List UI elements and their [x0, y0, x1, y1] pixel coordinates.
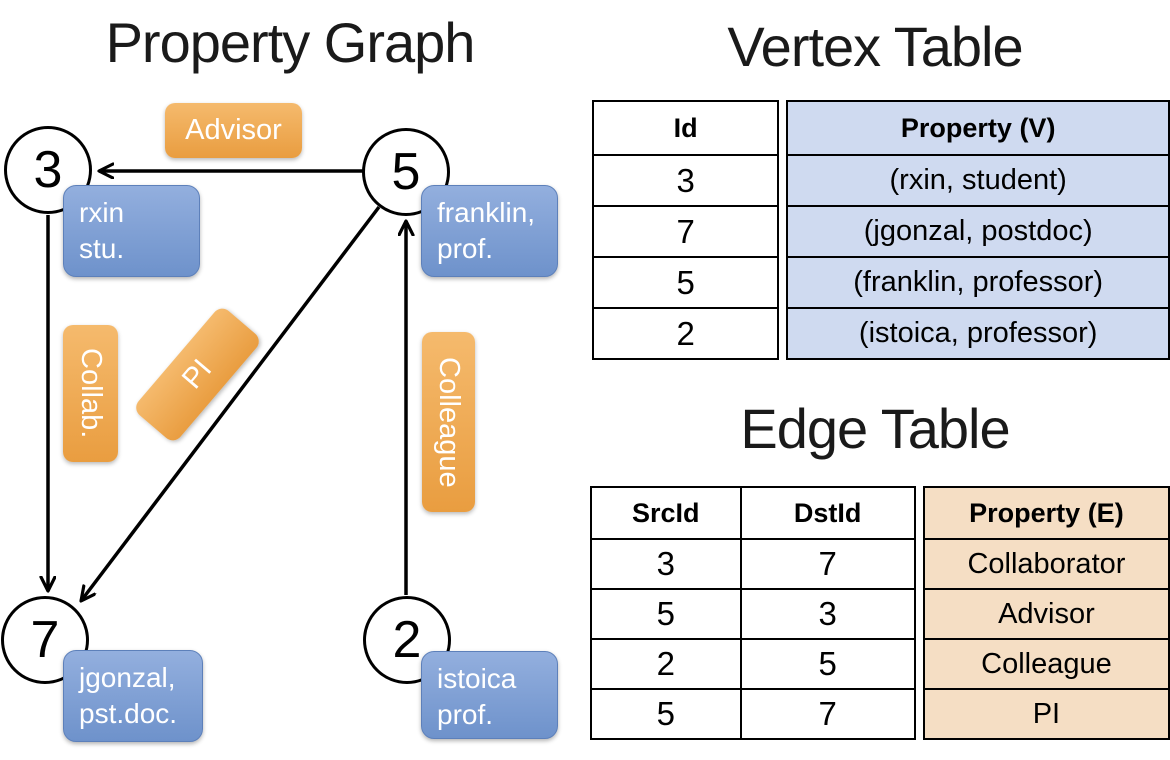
vertex-property-line: jgonzal, [79, 662, 176, 693]
edge-src-cell: 2 [590, 638, 742, 690]
table-row: 3 [591, 154, 780, 207]
vertex-id-cell: 5 [591, 256, 780, 309]
vertex-property-line: rxin [79, 197, 125, 228]
vertex-id-cell: 2 [591, 307, 780, 360]
edge-property-header: Property (E) [922, 486, 1170, 540]
vertex-property-line: pst.doc. [79, 698, 178, 730]
vertex-property-box-5: franklin, prof. [421, 185, 558, 277]
edge-dst-cell: 7 [739, 688, 916, 740]
node-id-label: 5 [391, 143, 421, 201]
vertex-property-line: stu. [79, 233, 125, 265]
edge-table: SrcId DstId 3 7 5 3 2 5 5 7 Property (E) [590, 486, 1170, 740]
vertex-property-box-7: jgonzal, pst.doc. [63, 650, 203, 742]
vertex-property-line: prof. [437, 233, 494, 265]
vertex-property-box-3: rxin stu. [63, 185, 200, 277]
edge-property-cell: PI [922, 688, 1170, 740]
edge-property-cell: Colleague [922, 638, 1170, 690]
vertex-property-cell: (rxin, student) [786, 154, 1170, 207]
vertex-property-line: franklin, [437, 197, 536, 228]
vertex-property-column: Property (V) (rxin, student) (jgonzal, p… [786, 100, 1170, 360]
edge-property-column: Property (E) Collaborator Advisor Collea… [922, 486, 1170, 740]
edge-dst-cell: 5 [739, 638, 916, 690]
edge-label-text: Advisor [185, 114, 282, 146]
edge-label-text: Collab. [75, 348, 107, 439]
edge-label-pi: PI [132, 304, 263, 445]
vertex-id-cell: 3 [591, 154, 780, 207]
edge-label-advisor: Advisor [165, 103, 302, 158]
table-row: 3 7 [590, 538, 916, 590]
graph-node-5: 5 [362, 128, 450, 216]
edge-src-cell: 5 [590, 688, 742, 740]
edge-src-cell: 5 [590, 588, 742, 640]
edge-src-dst-columns: SrcId DstId 3 7 5 3 2 5 5 7 [590, 486, 916, 740]
table-row: 5 [591, 256, 780, 309]
edge-label-text: Colleague [433, 356, 465, 488]
vertex-property-cell: (franklin, professor) [786, 256, 1170, 309]
table-row: (jgonzal, postdoc) [786, 205, 1170, 258]
edge-property-cell: Advisor [922, 588, 1170, 640]
table-row: (rxin, student) [786, 154, 1170, 207]
vertex-table: Id 3 7 5 2 Property (V) (rxin, student) … [591, 100, 1170, 360]
graph-node-3: 3 [4, 126, 92, 214]
edge-dst-header: DstId [739, 486, 916, 540]
table-row: Colleague [922, 638, 1170, 690]
vertex-table-title: Vertex Table [727, 15, 1023, 78]
vertex-property-header: Property (V) [786, 100, 1170, 156]
table-row: (franklin, professor) [786, 256, 1170, 309]
table-row: 2 [591, 307, 780, 360]
edge-dst-cell: 7 [739, 538, 916, 590]
edge-label-text: PI [176, 353, 219, 395]
edge-dst-cell: 3 [739, 588, 916, 640]
edge-property-cell: Collaborator [922, 538, 1170, 590]
table-row: (istoica, professor) [786, 307, 1170, 360]
node-id-label: 2 [392, 611, 422, 669]
table-row: Advisor [922, 588, 1170, 640]
node-id-label: 3 [33, 141, 63, 199]
table-row: 2 5 [590, 638, 916, 690]
table-row: 5 3 [590, 588, 916, 640]
edge-table-title: Edge Table [740, 397, 1010, 460]
vertex-property-box-2: istoica prof. [421, 651, 558, 739]
edge-src-cell: 3 [590, 538, 742, 590]
property-graph-title: Property Graph [105, 11, 476, 74]
edge-src-header: SrcId [590, 486, 742, 540]
node-id-label: 7 [30, 611, 60, 669]
vertex-id-header: Id [591, 100, 780, 156]
table-row: Collaborator [922, 538, 1170, 590]
edge-label-colleague: Colleague [422, 332, 475, 512]
vertex-property-cell: (jgonzal, postdoc) [786, 205, 1170, 258]
vertex-property-line: istoica [437, 663, 517, 694]
vertex-id-column: Id 3 7 5 2 [591, 100, 780, 360]
table-row: 7 [591, 205, 780, 258]
edge-label-collab: Collab. [63, 325, 118, 462]
table-row: 5 7 [590, 688, 916, 740]
vertex-property-line: prof. [437, 699, 494, 731]
table-row: PI [922, 688, 1170, 740]
vertex-id-cell: 7 [591, 205, 780, 258]
vertex-property-cell: (istoica, professor) [786, 307, 1170, 360]
